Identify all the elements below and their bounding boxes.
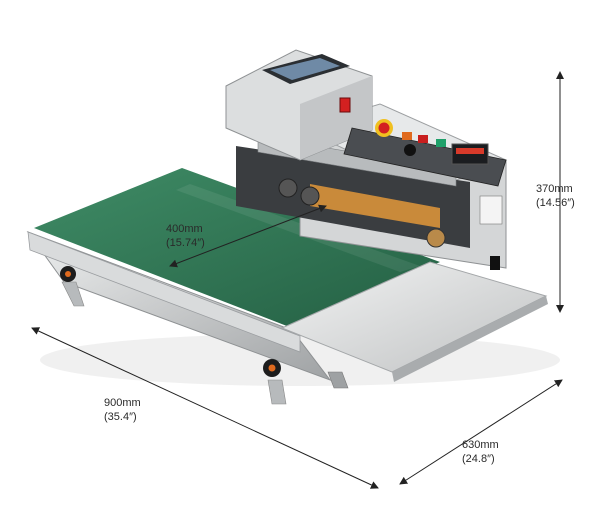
power-switch-icon (339, 97, 351, 113)
panel-button-green (436, 139, 446, 147)
emergency-stop-icon (375, 119, 393, 137)
belt-width-dimension-label: 400mm (15.74″) (166, 222, 205, 250)
side-label (479, 195, 503, 225)
belt-width-metric: 400mm (166, 223, 203, 235)
panel-button-red (418, 135, 428, 143)
height-dimension-label: 370mm (14.56″) (536, 182, 575, 210)
drive-roller-2 (300, 186, 320, 206)
belt-width-imperial: (15.74″) (166, 237, 205, 249)
power-socket (490, 256, 500, 270)
height-imperial: (14.56″) (536, 197, 575, 209)
depth-metric: 630mm (462, 439, 499, 451)
depth-dimension-line (399, 379, 563, 485)
drive-roller-3 (426, 228, 446, 248)
panel-button-orange (402, 132, 412, 140)
width-metric: 900mm (104, 397, 141, 409)
drive-roller-1 (278, 178, 298, 198)
heater-band-copper (310, 184, 440, 228)
belt-width-dimension-line (169, 204, 327, 268)
left-leg (61, 281, 85, 307)
controller-readout (456, 148, 484, 154)
width-dimension-label: 900mm (35.4″) (104, 396, 141, 424)
width-imperial: (35.4″) (104, 411, 137, 423)
depth-imperial: (24.8″) (462, 453, 495, 465)
height-metric: 370mm (536, 183, 573, 195)
width-dimension-line (31, 327, 379, 489)
speed-knob-icon (404, 144, 416, 156)
temperature-display-icon (262, 54, 350, 84)
left-adjust-knob (60, 266, 76, 282)
print-head-front (300, 76, 372, 160)
table-edge (392, 296, 548, 382)
depth-dimension-label: 630mm (24.8″) (462, 438, 499, 466)
front-adjust-knob (263, 359, 281, 377)
